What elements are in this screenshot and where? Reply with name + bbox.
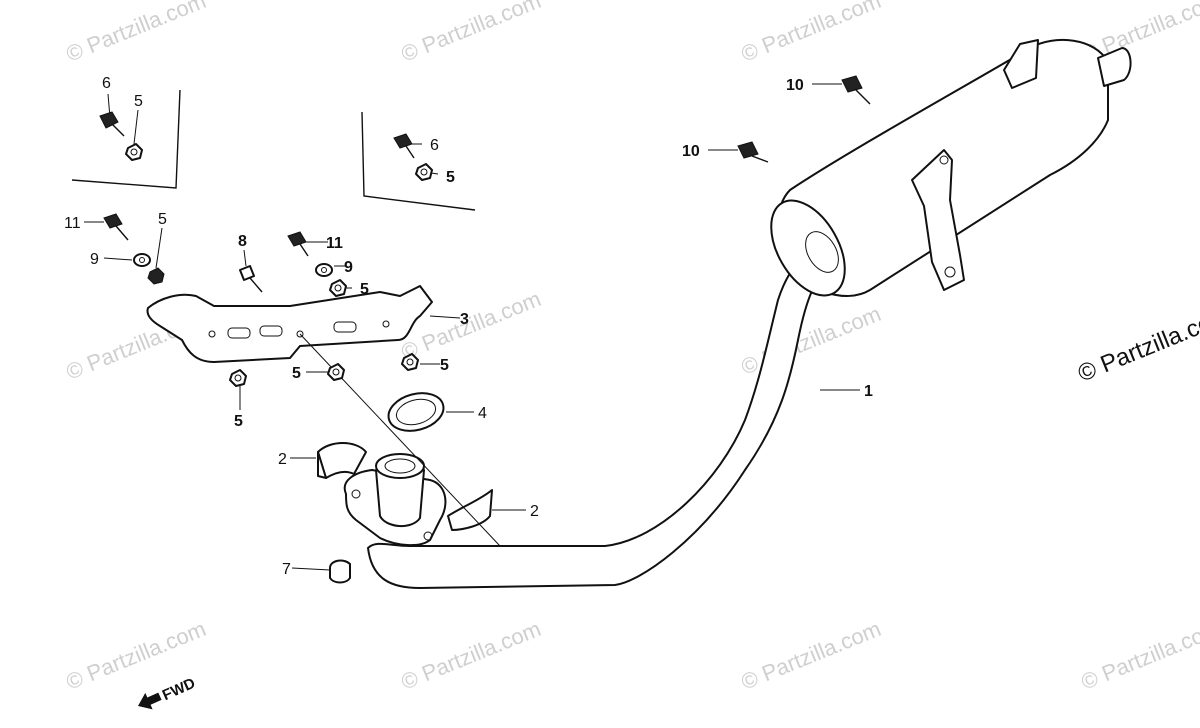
bolt: [99, 111, 125, 137]
nut: [125, 143, 143, 161]
copyright-text: © Partzilla.com: [1074, 302, 1200, 388]
washer: [133, 253, 151, 267]
callout-2: 2: [278, 451, 287, 468]
nut: [415, 163, 433, 181]
callout-10: 10: [786, 77, 804, 94]
callout-5: 5: [440, 357, 449, 374]
detail-frame-center: [361, 111, 476, 211]
callout-9: 9: [344, 259, 353, 276]
fwd-arrow-icon: FWD: [138, 675, 198, 710]
callout-5: 5: [134, 93, 143, 110]
callout-5: 5: [446, 169, 455, 186]
callout-5: 5: [158, 211, 167, 228]
header-flange: [343, 453, 447, 546]
stud-bolt: [239, 265, 263, 293]
detail-frame-left: [71, 89, 181, 189]
callout-10: 10: [682, 143, 700, 160]
nut: [147, 267, 165, 285]
muffler-protector: [146, 285, 433, 363]
watermark: © Partzilla.com: [1078, 616, 1200, 695]
joint-collar: [447, 489, 493, 531]
callout-1: 1: [864, 383, 873, 400]
callout-11: 11: [64, 215, 81, 232]
watermark: © Partzilla.com: [63, 0, 210, 67]
exhaust-pipe-muffler: [367, 38, 1132, 589]
callout-3: 3: [460, 311, 469, 328]
bolt: [103, 213, 129, 241]
exhaust-gasket: [387, 392, 445, 432]
callout-7: 7: [282, 561, 291, 578]
callout-2: 2: [530, 503, 539, 520]
callout-11: 11: [326, 235, 343, 252]
callout-5: 5: [360, 281, 369, 298]
nut: [327, 363, 345, 381]
callout-6: 6: [102, 75, 111, 92]
fwd-label: FWD: [160, 675, 198, 704]
callout-5: 5: [292, 365, 301, 382]
nut: [229, 369, 247, 387]
watermark: © Partzilla.com: [738, 0, 885, 67]
bolt: [287, 231, 309, 257]
flange-bolt: [737, 141, 769, 163]
watermark: © Partzilla.com: [398, 616, 545, 695]
washer: [315, 263, 333, 277]
bolt: [393, 133, 415, 159]
cap-nut: [329, 559, 351, 584]
callout-8: 8: [238, 233, 247, 250]
flange-bolt: [841, 75, 871, 105]
joint-collar: [317, 442, 367, 479]
watermark: © Partzilla.com: [398, 0, 545, 67]
nut: [329, 279, 347, 297]
callout-labels: 1 2 2 3 4 5 5 5 5 5 5 5 6 6 7 8 9 9 10 1…: [64, 75, 873, 578]
callout-9: 9: [90, 251, 99, 268]
callout-5: 5: [234, 413, 243, 430]
watermark: © Partzilla.com: [738, 616, 885, 695]
watermark: © Partzilla.com: [738, 301, 885, 380]
callout-4: 4: [478, 405, 487, 422]
nut: [401, 353, 419, 371]
callout-6: 6: [430, 137, 439, 154]
